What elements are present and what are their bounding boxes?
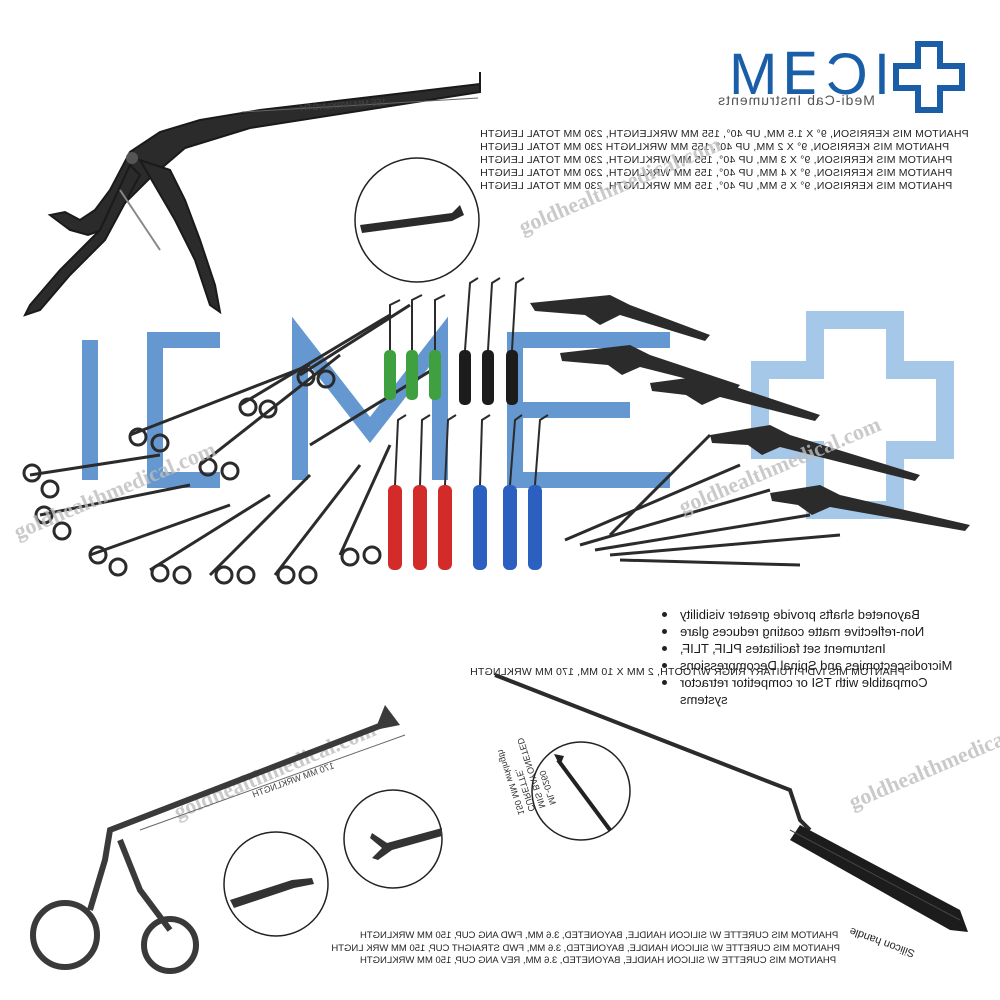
pituitary-tip-detail	[223, 831, 329, 937]
logo-subtitle: Medi-Cab Instruments	[717, 92, 875, 108]
curette-spec-list: PHANTOM MIS CURETTE W/ SILICON HANDLE, B…	[331, 930, 840, 968]
feature-item: Bayoneted shafts provide greater visibil…	[650, 606, 990, 623]
curette-illustration	[494, 673, 968, 932]
feature-item: Instrument set facilitates PLIF, TLIF,	[650, 640, 990, 657]
spec-line: PHANTOM MIS CURETTE W/ SILICON HANDLE, B…	[360, 930, 839, 941]
curette-tip-detail	[531, 741, 631, 841]
spec-line: PHANTOM MIS KERRISON, 9° X 3 MM, UP 40°,…	[480, 154, 953, 166]
spec-line: PHANTOM MIS CURETTE W/ SILICON HANDLE, B…	[331, 942, 840, 954]
spec-line: PHANTOM MIS KERRISON, 9° X 1.5 MM, UP 40…	[480, 128, 969, 140]
kerrison-tip-detail	[354, 157, 480, 283]
pituitary-jaw-detail	[343, 789, 443, 889]
instrument-set-illustration	[22, 277, 970, 585]
bullet-icon	[662, 629, 667, 634]
spec-line: PHANTOM MIS KERRISON, 9° X 4 MM, UP 40°,…	[480, 167, 953, 179]
pituitary-rongeur-illustration	[30, 705, 406, 974]
medical-cross-icon	[893, 41, 965, 113]
bullet-icon	[662, 612, 667, 617]
kerrison-rongeur-illustration	[23, 72, 481, 317]
brand-logo: IC∃M Medi-Cab Instruments	[690, 40, 970, 120]
bullet-icon	[662, 646, 667, 651]
feature-item: Non-reflective matte coating reduces gla…	[650, 623, 990, 640]
spec-line: PHANTOM MIS KERRISON, 9° X 5 MM, UP 40°,…	[480, 180, 953, 192]
spec-line: PHANTOM MIS KERRISON, 9° X 2 MM, UP 40°,…	[480, 141, 950, 153]
kerrison-spec-list: PHANTOM MIS KERRISON, 9° X 1.5 MM, UP 40…	[480, 128, 990, 193]
spec-line: PHANTOM MIS CURETTE W/ SILICON HANDLE, B…	[360, 955, 837, 966]
